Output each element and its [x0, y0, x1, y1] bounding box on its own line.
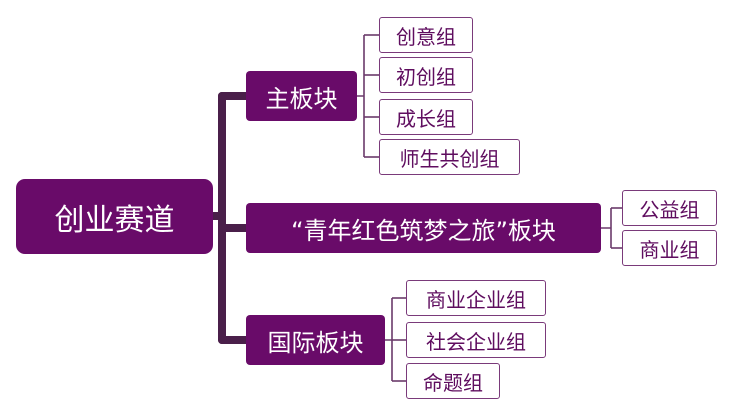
branch-youth-connectors: [601, 207, 622, 249]
branch-youth-stem: [601, 208, 612, 248]
trunk-connectors: [209, 92, 250, 344]
leaf-node: 商业组: [622, 230, 717, 266]
leaf-label: 公益组: [639, 197, 700, 222]
branch-node-main: 主板块: [246, 71, 357, 121]
branch-label: 主板块: [265, 84, 338, 113]
branch-main-stem: [357, 35, 365, 157]
trunk-spine: [209, 92, 226, 344]
root-node: 创业赛道: [16, 179, 213, 254]
leaf-label: 师生共创组: [399, 146, 500, 171]
branch-intl-connectors: [385, 297, 406, 382]
leaf-label: 成长组: [396, 106, 456, 131]
branch-main-connectors: [357, 34, 379, 158]
leaf-node: 命题组: [406, 363, 500, 399]
leaf-node: 初创组: [379, 57, 473, 93]
leaf-node: 社会企业组: [406, 322, 546, 358]
leaf-node: 成长组: [379, 99, 473, 135]
branch-label: 国际板块: [267, 328, 364, 357]
leaf-node: 公益组: [622, 190, 717, 226]
leaf-label: 商业企业组: [426, 287, 526, 312]
leaf-label: 社会企业组: [426, 329, 526, 354]
leaf-node: 创意组: [379, 17, 473, 53]
root-label: 创业赛道: [54, 202, 175, 238]
leaf-label: 创意组: [396, 24, 456, 49]
leaf-node: 商业企业组: [406, 280, 546, 316]
branch-label: “青年红色筑梦之旅”板块: [291, 216, 556, 245]
leaf-label: 命题组: [423, 370, 483, 395]
leaf-node: 师生共创组: [379, 139, 520, 175]
leaf-label: 商业组: [639, 237, 700, 262]
leaf-label: 初创组: [396, 64, 456, 89]
branch-intl-stem: [385, 298, 393, 381]
branch-node-youth: “青年红色筑梦之旅”板块: [246, 203, 601, 253]
branch-node-intl: 国际板块: [246, 315, 385, 365]
